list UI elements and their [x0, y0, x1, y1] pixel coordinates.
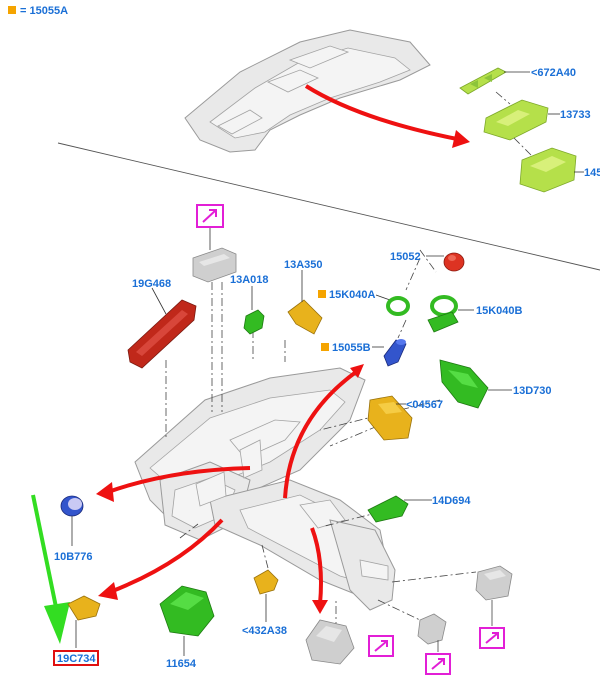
assembly-line [495, 91, 511, 105]
assembly-line [513, 137, 533, 157]
label-13733[interactable]: 13733 [560, 109, 591, 121]
arrow-link-icon[interactable] [425, 653, 451, 675]
label-15K040B[interactable]: 15K040B [476, 305, 523, 317]
arrow-link-icon[interactable] [368, 635, 394, 657]
square-marker-icon [318, 290, 326, 298]
legend-text: = 15055A [20, 5, 68, 17]
section-divider [57, 142, 600, 271]
link-box-top[interactable] [196, 204, 224, 228]
highlight-box [53, 650, 99, 666]
arrow-link-icon[interactable] [479, 627, 505, 649]
part-04567[interactable] [367, 395, 413, 441]
part-13733[interactable] [483, 99, 549, 141]
label-13A018[interactable]: 13A018 [230, 274, 269, 286]
arrow-panel-to-switches [283, 370, 358, 499]
label-15K040A[interactable]: 15K040A [329, 289, 376, 301]
label-14D694[interactable]: 14D694 [432, 495, 471, 507]
part-432A38[interactable] [253, 569, 279, 595]
arrow-head [98, 582, 118, 600]
arrow-panel-to-10B776 [107, 466, 251, 494]
part-knob-grey[interactable] [417, 613, 447, 652]
part-19C734[interactable] [67, 595, 101, 621]
instrument-panel-outline [134, 367, 396, 611]
arrow-head [350, 364, 364, 378]
part-switch-grey[interactable] [475, 565, 513, 626]
part-15K040A[interactable] [386, 296, 410, 316]
part-13D730[interactable] [439, 359, 489, 409]
label-19G468[interactable]: 19G468 [132, 278, 171, 290]
part-shifter-grey[interactable] [305, 619, 355, 665]
arrow-link-icon[interactable] [196, 204, 224, 228]
label-13D730[interactable]: 13D730 [513, 385, 552, 397]
legend-marker-icon [8, 6, 16, 14]
part-672A40[interactable] [459, 67, 507, 95]
arrow-head-green [44, 602, 70, 644]
arrow-console-to-down [310, 527, 323, 605]
arrow-headliner-to-console [304, 84, 463, 142]
leader-19G468 [151, 287, 167, 315]
part-10B776[interactable] [60, 495, 84, 517]
leader-15K040A [375, 294, 391, 301]
arrow-panel-to-19C734 [109, 518, 224, 594]
part-13A350[interactable] [287, 299, 323, 335]
link-box-shifter[interactable] [368, 635, 394, 657]
part-14D694[interactable] [367, 495, 409, 523]
label-672A40[interactable]: <672A40 [531, 67, 576, 79]
assembly-line [261, 544, 269, 569]
part-145[interactable] [519, 147, 577, 193]
assembly-line [377, 599, 421, 621]
part-15K040B[interactable] [427, 295, 459, 333]
label-432A38[interactable]: <432A38 [242, 625, 287, 637]
assembly-line [419, 249, 437, 273]
link-box-bottom[interactable] [425, 653, 451, 675]
label-11654[interactable]: 11654 [166, 658, 197, 670]
part-13A018[interactable] [243, 309, 265, 335]
label-19C734[interactable]: 19C734 [57, 653, 96, 665]
part-grey-module[interactable] [192, 247, 237, 283]
square-marker-icon [321, 343, 329, 351]
assembly-line [405, 257, 421, 291]
label-04567[interactable]: <04567 [406, 399, 443, 411]
part-15052[interactable] [443, 252, 465, 272]
arrow-head [312, 600, 328, 614]
part-19G468[interactable] [127, 299, 197, 369]
part-11654[interactable] [159, 585, 215, 637]
part-15055B[interactable] [383, 339, 407, 367]
label-15055B[interactable]: 15055B [332, 342, 371, 354]
label-13A350[interactable]: 13A350 [284, 259, 323, 271]
headliner-outline [184, 29, 431, 153]
assembly-line [397, 319, 407, 339]
assembly-line [391, 571, 477, 583]
label-15052[interactable]: 15052 [390, 251, 421, 263]
arrow-head [452, 130, 470, 148]
assembly-line [179, 523, 199, 539]
link-box-right[interactable] [479, 627, 505, 649]
arrow-green [31, 494, 59, 613]
assembly-line [319, 399, 441, 431]
assembly-line [324, 511, 381, 527]
label-10B776[interactable]: 10B776 [54, 551, 93, 563]
label-145[interactable]: 145 [584, 167, 600, 179]
arrow-head [96, 482, 114, 502]
